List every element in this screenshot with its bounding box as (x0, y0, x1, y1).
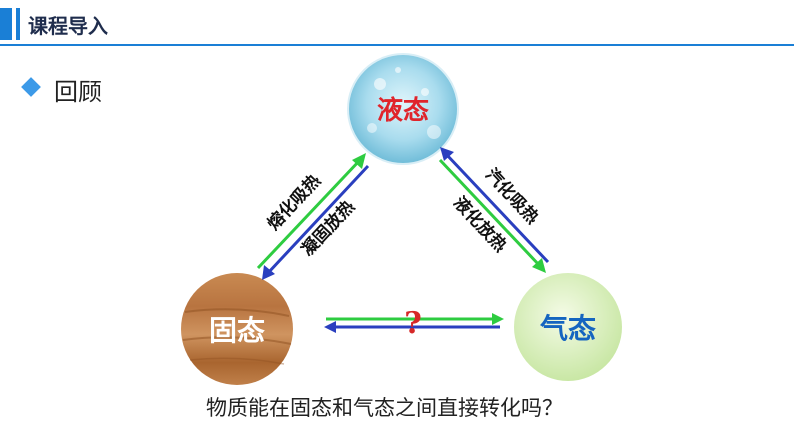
arrow-solidification (262, 164, 370, 280)
gas-state-node: 气态 (514, 273, 622, 381)
section-label: 回顾 (54, 78, 102, 106)
arrow-melting (256, 153, 366, 270)
gas-label: 气态 (539, 312, 596, 345)
arrow-deposition (324, 321, 500, 333)
header-accent-stripe (16, 8, 20, 40)
question-mark: ? (404, 306, 422, 341)
arrow-condensation (440, 147, 550, 264)
header-bar: 课程导入 (0, 0, 794, 46)
question-text: 物质能在固态和气态之间直接转化吗？ (206, 396, 563, 420)
arrow-sublimation (326, 313, 504, 325)
arrow-vaporization (438, 158, 546, 273)
liquid-state-node: 液态 (347, 53, 459, 165)
solid-state-node: 固态 (181, 273, 293, 385)
header-underline (0, 44, 794, 46)
vaporization-label: 汽化吸热 (481, 164, 543, 228)
solidification-label: 凝固放热 (297, 196, 359, 260)
solid-label: 固态 (209, 314, 265, 347)
liquid-label: 液态 (377, 95, 429, 126)
page-title: 课程导入 (28, 14, 108, 38)
header-accent-block (0, 8, 12, 40)
melting-label: 熔化吸热 (263, 170, 325, 234)
